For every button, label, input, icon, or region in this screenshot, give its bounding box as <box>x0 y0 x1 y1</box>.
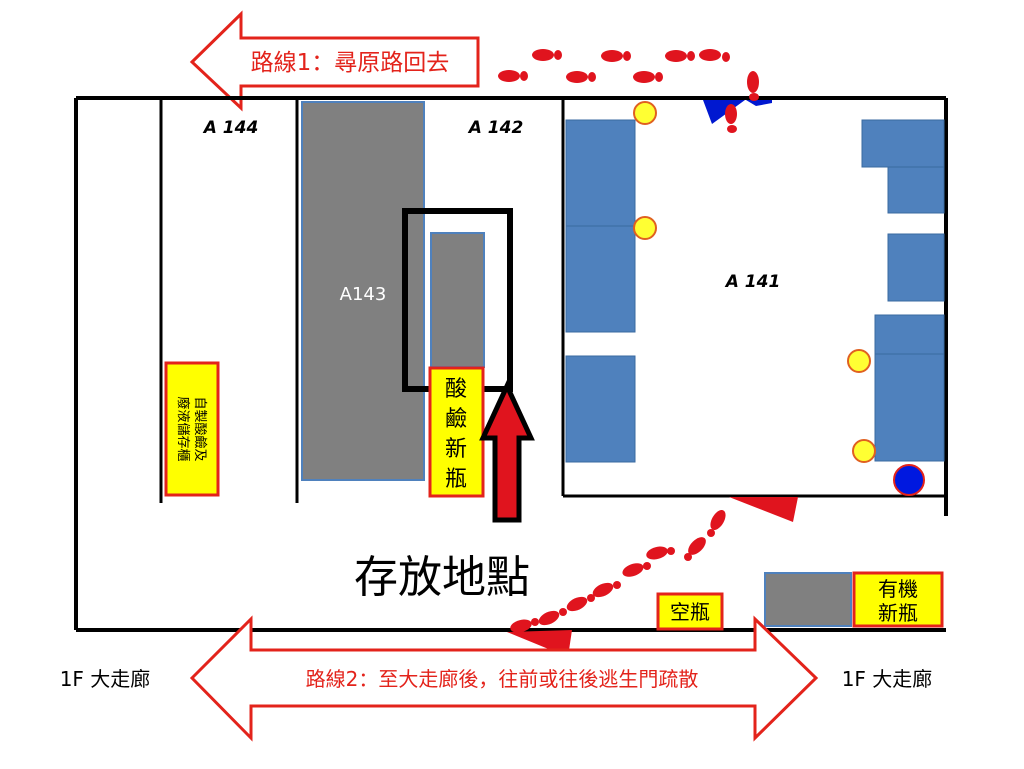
footprint <box>566 71 596 83</box>
room-a143-label: A143 <box>340 284 387 305</box>
bench-right-3 <box>887 233 945 302</box>
storage-cabinet <box>430 232 485 368</box>
door-marker-top <box>703 100 772 124</box>
footprint <box>633 71 663 83</box>
bench-right-4 <box>874 314 945 355</box>
footprint <box>538 608 567 626</box>
yellow-marker <box>633 101 657 125</box>
route2-arrow: 路線2：至大走廊後，往前或往後逃生門疏散 <box>189 615 819 742</box>
a141-benches <box>565 119 945 463</box>
empty-bottles-text: 空瓶 <box>670 600 710 624</box>
route1-label: 路線1：尋原路回去 <box>251 50 450 76</box>
footprint <box>601 50 631 62</box>
organic-line2: 新瓶 <box>878 601 918 625</box>
corridor-left-label: 1F 大走廊 <box>60 667 151 691</box>
bench-left-3 <box>565 355 636 463</box>
room-a142-label: A 142 <box>467 118 524 138</box>
self-made-storage-line1: 自製酸鹼及 <box>192 396 208 461</box>
acid-base-char-1: 酸 <box>445 377 467 402</box>
yellow-marker <box>852 439 876 463</box>
footprint <box>707 510 726 537</box>
bench-right-2 <box>887 166 945 214</box>
room-a144-label: A 144 <box>202 118 259 138</box>
empty-bottles-label: 空瓶 <box>656 592 724 631</box>
storage-location-caption: 存放地點 <box>354 552 530 603</box>
footprint <box>646 546 675 560</box>
route2-label: 路線2：至大走廊後，往前或往後逃生門疏散 <box>306 667 699 691</box>
acid-base-new-bottles-label: 酸 鹼 新 瓶 <box>428 366 485 498</box>
organic-new-bottles-label: 有機 新瓶 <box>852 571 944 628</box>
bench-right-1 <box>861 119 945 168</box>
bench-right-5 <box>874 353 945 462</box>
acid-base-char-2: 鹼 <box>445 407 467 432</box>
self-made-storage-line2: 廢液儲存櫃 <box>175 396 190 461</box>
footprint <box>684 537 706 561</box>
route1-arrow: 路線1：尋原路回去 <box>189 10 480 112</box>
bottom-gray-cabinet <box>764 572 852 627</box>
bench-left-1 <box>565 119 636 227</box>
organic-line1: 有機 <box>878 577 918 601</box>
footprints <box>498 49 759 633</box>
footprint <box>699 49 730 62</box>
room-a141-label: A 141 <box>724 272 781 292</box>
footprint <box>566 594 595 612</box>
footprint <box>532 49 562 61</box>
yellow-marker <box>633 216 657 240</box>
self-made-storage-label: 自製酸鹼及 廢液儲存櫃 <box>164 361 220 497</box>
acid-base-char-4: 瓶 <box>445 467 467 492</box>
footprint <box>592 581 621 598</box>
bench-left-2 <box>565 225 636 333</box>
corridor-right-label: 1F 大走廊 <box>842 667 933 691</box>
footprint <box>725 104 737 133</box>
footprint <box>747 71 759 101</box>
route2-arrow-shape <box>189 615 819 742</box>
footprint <box>510 618 539 633</box>
storage-pointer-arrow <box>479 380 535 523</box>
blue-dot-marker <box>893 464 925 496</box>
acid-base-char-3: 新 <box>445 437 467 462</box>
route1-arrow-shape <box>189 10 480 112</box>
a141-yellow-markers <box>633 101 876 463</box>
footprint <box>665 50 695 62</box>
door-marker-a141 <box>729 497 798 522</box>
yellow-marker <box>847 349 871 373</box>
footprint <box>498 70 528 82</box>
footprint <box>622 562 651 577</box>
